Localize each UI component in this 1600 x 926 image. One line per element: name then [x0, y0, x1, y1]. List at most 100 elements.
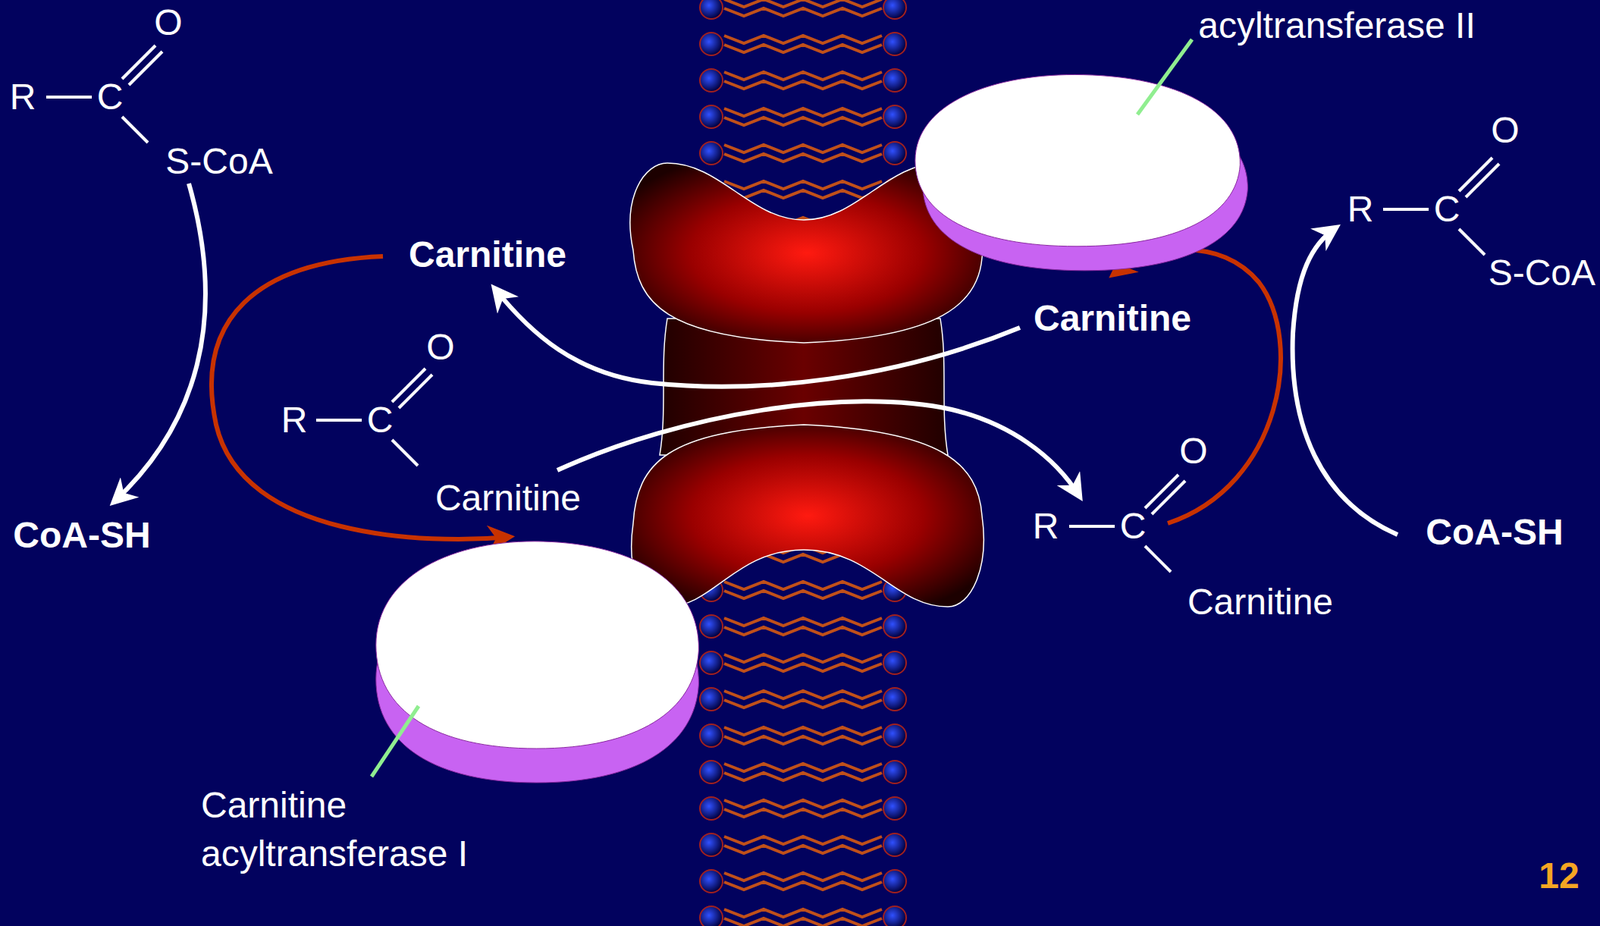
- lipid-tail: [724, 144, 882, 153]
- lipid-head: [883, 651, 907, 675]
- molecule-label: Carnitine: [408, 233, 567, 277]
- enzyme-body: [376, 541, 700, 749]
- enzyme-node: Carnitine acyltransferase I: [369, 530, 704, 797]
- molecule-label: CoA-SH: [1425, 511, 1563, 554]
- bond-line: [398, 374, 433, 408]
- lipid-head: [699, 687, 723, 711]
- lipid-head: [883, 906, 907, 926]
- enzyme-shape: [908, 65, 1246, 286]
- enzyme-body: [915, 74, 1241, 246]
- lipid-head: [699, 105, 723, 129]
- lipid-head: [883, 32, 907, 56]
- lipid-tail: [724, 44, 882, 53]
- lipid-head: [699, 0, 723, 19]
- lipid-tail: [724, 153, 882, 162]
- lipid-tail: [724, 581, 882, 590]
- molecule-label: R: [281, 398, 308, 442]
- leader-line: [1137, 39, 1193, 115]
- lipid-head: [883, 760, 907, 784]
- lipid-tail: [724, 72, 882, 80]
- lipid-tail: [724, 190, 882, 198]
- lipid-head: [883, 105, 907, 129]
- bond-line: [1151, 480, 1186, 515]
- lipid-tail: [724, 727, 882, 735]
- coa-release-arrow: [113, 183, 206, 502]
- bond-line: [46, 95, 92, 99]
- lipid-tail: [724, 0, 882, 7]
- bond-line: [1458, 229, 1485, 255]
- lipid-head: [883, 869, 907, 893]
- molecule-label: CoA-SH: [12, 514, 151, 557]
- bond-line: [1145, 545, 1171, 572]
- lipid-head: [699, 833, 723, 857]
- molecule-label: S-CoA: [1488, 251, 1596, 295]
- lipid-tail: [724, 181, 882, 189]
- lipid-tail: [724, 772, 882, 781]
- bond-line: [1069, 524, 1115, 528]
- enzyme-label: Carnitine acyltransferase I: [200, 781, 535, 879]
- molecule-label: C: [1433, 188, 1461, 231]
- lipid-tail: [724, 654, 882, 662]
- lipid-tail: [724, 590, 882, 599]
- lipid-head: [883, 796, 907, 820]
- molecule-label: Carnitine: [1033, 297, 1192, 340]
- molecule-label: Carnitine: [435, 476, 581, 520]
- molecule-label: Carnitine: [1187, 580, 1334, 624]
- lipid-head: [699, 796, 723, 820]
- lipid-head: [699, 614, 723, 638]
- bond-line: [1465, 163, 1500, 198]
- lipid-tail: [724, 763, 882, 772]
- bond-line: [316, 418, 362, 422]
- enzyme-label: acyltransferase II: [1198, 1, 1475, 51]
- lipid-head: [699, 760, 723, 784]
- lipid-tail: [724, 872, 882, 881]
- molecule-label: C: [1120, 505, 1147, 548]
- bond-line: [122, 116, 148, 143]
- molecule-label: C: [97, 75, 124, 119]
- acylcarnitine-transport-arrow: [557, 401, 1080, 497]
- lipid-tail: [724, 618, 882, 626]
- bond-line: [1383, 207, 1429, 211]
- lipid-tail: [724, 881, 882, 890]
- chemical-bonds: [46, 45, 1500, 572]
- molecule-label: O: [1179, 429, 1208, 473]
- lipid-head: [883, 687, 907, 711]
- enzyme-shape: [369, 530, 704, 797]
- bond-line: [392, 439, 418, 466]
- lipid-head: [699, 32, 723, 56]
- molecule-label: R: [1347, 188, 1375, 231]
- lipid-tail: [724, 627, 882, 635]
- lipid-head: [699, 724, 723, 747]
- lipid-tail: [724, 8, 882, 16]
- lipid-tail: [724, 836, 882, 844]
- molecule-label: R: [1032, 505, 1060, 548]
- molecule-label: S-CoA: [165, 140, 273, 183]
- lipid-head: [699, 869, 723, 893]
- lipid-tail: [724, 845, 882, 854]
- molecule-label: O: [426, 326, 455, 369]
- page-number: 12: [1538, 854, 1579, 898]
- lipid-head: [699, 651, 723, 675]
- lipid-tail: [724, 699, 882, 708]
- lipid-head: [699, 141, 723, 165]
- lipid-tail: [724, 663, 882, 672]
- bond-line: [128, 51, 163, 85]
- lipid-tail: [724, 690, 882, 699]
- lipid-tail: [724, 918, 882, 926]
- lipid-tail: [724, 909, 882, 917]
- lipid-head: [883, 833, 907, 857]
- lipid-tail: [724, 81, 882, 89]
- lipid-head: [883, 141, 907, 165]
- lipid-head: [699, 69, 723, 92]
- molecule-label: O: [1490, 109, 1519, 152]
- molecule-label: R: [9, 75, 37, 119]
- carnitine-return-arrow: [494, 288, 1020, 387]
- molecule-label: O: [153, 1, 182, 44]
- enzyme-node: acyltransferase II: [908, 65, 1246, 286]
- lipid-tail: [724, 108, 882, 117]
- lipid-tail: [724, 800, 882, 808]
- lipid-head: [883, 0, 907, 19]
- lipid-head: [883, 614, 907, 638]
- coa-uptake-arrow: [1292, 227, 1398, 535]
- lipid-head: [883, 69, 907, 92]
